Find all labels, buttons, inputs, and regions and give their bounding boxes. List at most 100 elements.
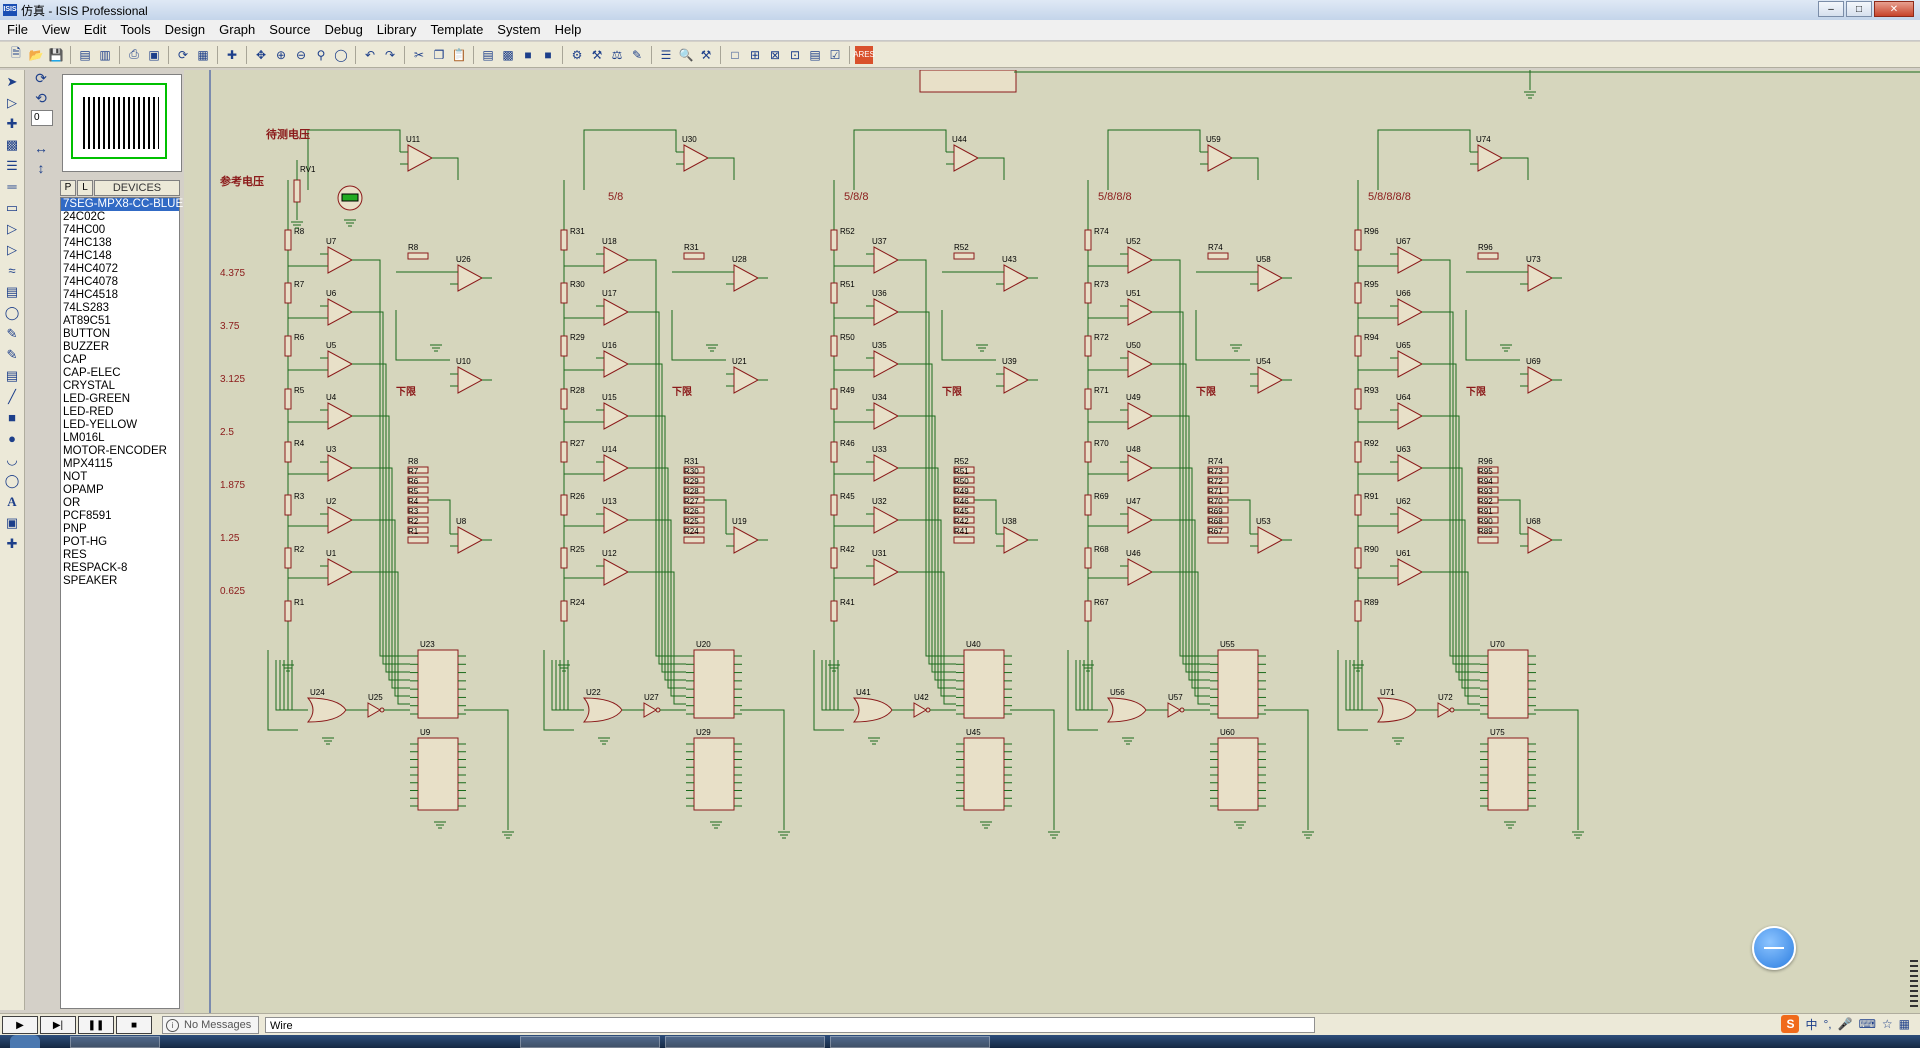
tape-recorder-icon[interactable]: ▤: [5, 283, 19, 299]
bill-of-materials-icon[interactable]: ▤: [809, 47, 821, 62]
line-icon[interactable]: ╱: [8, 388, 16, 404]
ime-language[interactable]: 中: [1805, 1017, 1818, 1032]
device-list-item[interactable]: CRYSTAL: [63, 380, 115, 392]
bus-icon[interactable]: ═: [7, 179, 17, 194]
undo-icon[interactable]: ↶: [364, 47, 376, 62]
menu-library[interactable]: Library: [376, 22, 417, 37]
block-move-icon[interactable]: ▩: [502, 47, 514, 62]
taskbar-app[interactable]: [520, 1036, 660, 1048]
device-list-item[interactable]: 74HC138: [63, 237, 112, 249]
punctuation-icon[interactable]: °,: [1823, 1017, 1832, 1031]
menu-file[interactable]: File: [7, 22, 28, 37]
device-list-item[interactable]: MPX4115: [63, 458, 113, 470]
pan-icon[interactable]: ✥: [255, 47, 267, 62]
zoom-in-icon[interactable]: ⊕: [275, 47, 287, 62]
overview-window[interactable]: [62, 74, 182, 172]
circle-icon[interactable]: ●: [8, 431, 16, 446]
device-list-item[interactable]: PNP: [63, 523, 87, 535]
path-icon[interactable]: ◯: [4, 472, 20, 488]
export-icon[interactable]: ▥: [99, 47, 111, 62]
refresh-icon[interactable]: ⟳: [177, 47, 189, 62]
menu-edit[interactable]: Edit: [83, 22, 107, 37]
block-copy-icon[interactable]: ▤: [482, 47, 494, 62]
device-list-item[interactable]: 74HC00: [63, 224, 106, 236]
menu-template[interactable]: Template: [430, 22, 484, 37]
mirror-vertical-icon[interactable]: ↕: [37, 160, 45, 176]
decompose-icon[interactable]: ✎: [631, 47, 643, 62]
arc-icon[interactable]: ◡: [6, 451, 18, 467]
device-pin-icon[interactable]: ▷: [7, 241, 17, 257]
device-list-item[interactable]: POT-HG: [63, 536, 108, 548]
text-icon[interactable]: A: [7, 493, 17, 509]
microphone-icon[interactable]: 🎤: [1837, 1017, 1853, 1031]
box-icon[interactable]: ■: [8, 410, 16, 425]
menu-source[interactable]: Source: [269, 22, 311, 37]
close-button[interactable]: ✕: [1874, 1, 1914, 17]
open-file-icon[interactable]: 📂: [28, 47, 44, 62]
zoom-all-icon[interactable]: ⚲: [316, 47, 326, 62]
pause-button[interactable]: ❚❚: [78, 1016, 114, 1034]
menu-help[interactable]: Help: [554, 22, 582, 37]
maximize-button[interactable]: □: [1846, 1, 1872, 17]
device-list-item[interactable]: 74HC4072: [63, 263, 118, 275]
text-script-icon[interactable]: ☰: [6, 157, 18, 173]
wire-autorouter-icon[interactable]: ☰: [660, 47, 672, 62]
device-list-item[interactable]: 74LS283: [63, 302, 110, 314]
zoom-area-icon[interactable]: ◯: [334, 47, 348, 62]
pick-devices-button[interactable]: P: [60, 180, 76, 196]
device-list-item[interactable]: SPEAKER: [63, 575, 118, 587]
device-list-item[interactable]: CAP: [63, 354, 87, 366]
device-list-item[interactable]: 7SEG-MPX8-CC-BLUE: [61, 198, 184, 211]
device-list-item[interactable]: RESPACK-8: [63, 562, 128, 574]
device-list-item[interactable]: OPAMP: [63, 484, 104, 496]
save-file-icon[interactable]: 💾: [48, 47, 64, 62]
new-sheet-icon[interactable]: □: [731, 47, 739, 62]
paste-icon[interactable]: 📋: [451, 47, 467, 62]
voltage-probe-icon[interactable]: ✎: [6, 325, 18, 341]
sogou-ime-icon[interactable]: S: [1781, 1015, 1800, 1033]
step-button[interactable]: ▶|: [40, 1016, 76, 1034]
junction-dot-icon[interactable]: ✚: [6, 115, 18, 131]
schematic-drawing[interactable]: R8R7R6R5R4R3R2R1U7U6U5U4U3U2U1U11R8U26U1…: [184, 70, 1920, 1013]
selection-mode-icon[interactable]: ➤: [6, 73, 18, 89]
stop-button[interactable]: ■: [116, 1016, 152, 1034]
search-tag-icon[interactable]: 🔍: [678, 47, 694, 62]
device-list-item[interactable]: 74HC148: [63, 250, 112, 262]
keyboard-icon[interactable]: ⌨: [1858, 1017, 1876, 1031]
device-list-item[interactable]: LM016L: [63, 432, 105, 444]
device-list-item[interactable]: RES: [63, 549, 87, 561]
device-list-item[interactable]: OR: [63, 497, 81, 509]
taskbar-app[interactable]: [830, 1036, 990, 1048]
device-list-item[interactable]: LED-GREEN: [63, 393, 131, 405]
menu-debug[interactable]: Debug: [324, 22, 363, 37]
floating-assistant-ball[interactable]: [1752, 926, 1796, 970]
device-list-item[interactable]: PCF8591: [63, 510, 112, 522]
marker-icon[interactable]: ✚: [6, 535, 18, 551]
cut-icon[interactable]: ✂: [413, 47, 425, 62]
subcircuit-icon[interactable]: ▭: [5, 199, 19, 215]
minimize-button[interactable]: –: [1818, 1, 1844, 17]
block-rotate-icon[interactable]: ■: [524, 47, 532, 62]
add-sheet-icon[interactable]: ⊞: [749, 47, 761, 62]
print-icon[interactable]: ⎙: [129, 47, 139, 61]
ares-netlist-icon[interactable]: ARES: [853, 45, 875, 64]
packaging-tool-icon[interactable]: ⚖: [611, 47, 623, 62]
device-list-item[interactable]: 74HC4078: [63, 276, 118, 288]
device-list-item[interactable]: MOTOR-ENCODER: [63, 445, 167, 457]
tools-icon[interactable]: ▦: [1898, 1017, 1910, 1031]
wire-label-icon[interactable]: ▩: [5, 136, 19, 152]
skin-icon[interactable]: ☆: [1881, 1017, 1893, 1031]
block-delete-icon[interactable]: ■: [544, 47, 552, 62]
taskbar-app[interactable]: [70, 1036, 160, 1048]
property-assign-icon[interactable]: ⚒: [700, 47, 712, 62]
print-area-icon[interactable]: ▣: [148, 47, 160, 62]
exit-sheet-icon[interactable]: ⊡: [789, 47, 801, 62]
mirror-horizontal-icon[interactable]: ↔: [34, 140, 48, 156]
menu-tools[interactable]: Tools: [120, 22, 151, 37]
library-manager-button[interactable]: L: [77, 180, 93, 196]
copy-icon[interactable]: ❐: [433, 47, 445, 62]
device-list-item[interactable]: BUZZER: [63, 341, 109, 353]
new-file-icon[interactable]: 🗎: [11, 46, 21, 60]
